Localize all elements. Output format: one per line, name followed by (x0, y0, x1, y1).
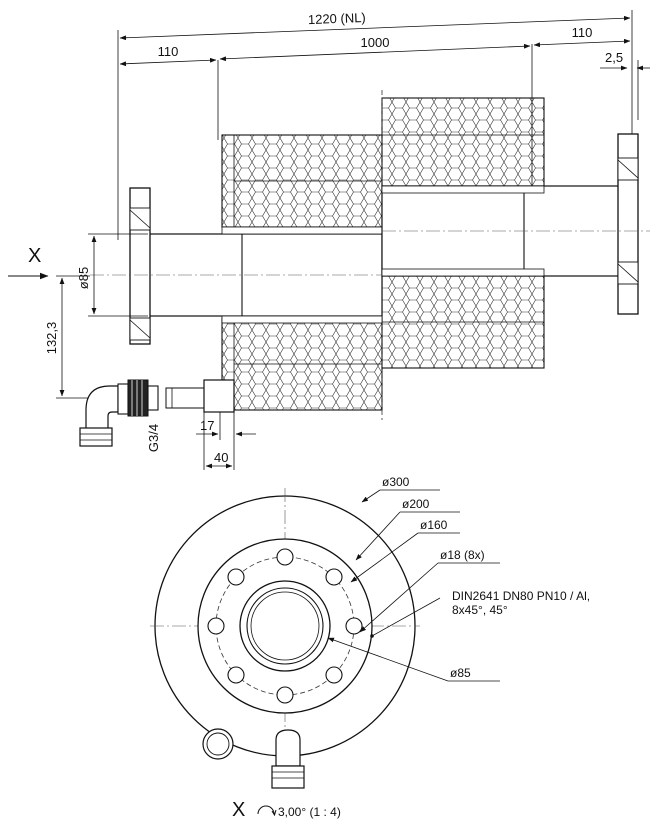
dimension-gap: 2,5 (600, 50, 650, 120)
dim-left-label: 110 (158, 44, 179, 59)
d160-label: ø160 (420, 518, 448, 532)
view-arrow: X (8, 245, 49, 280)
dimension-overall: 1220 (NL) (117, 10, 633, 240)
side-view: 1220 (NL) 110 1000 110 2,5 (8, 10, 650, 470)
flange-right (617, 133, 639, 315)
bolt-hole (276, 548, 294, 566)
bolt-hole (207, 617, 225, 635)
dimension-segments: 110 1000 110 (119, 25, 631, 185)
bolt-hole (227, 568, 245, 586)
view-title: X 3,00° (1 : 4) (232, 799, 341, 821)
dim-mid-label: 1000 (361, 35, 390, 50)
dim-thread-label: G3/4 (146, 424, 161, 452)
dim-right-label: 110 (572, 25, 593, 40)
d18-label: ø18 (8x) (440, 548, 485, 562)
dimension-pipe-dia: ø85 (76, 233, 148, 317)
dim-pipe-dia-label: ø85 (76, 267, 91, 289)
flange-spec-line2: 8x45°, 45° (452, 603, 508, 617)
drain-fitting-front (202, 728, 305, 789)
view-title-label: X (232, 799, 245, 821)
d85-label: ø85 (450, 666, 471, 680)
dim-gap-label: 2,5 (605, 50, 623, 65)
flange-spec-line1: DIN2641 DN80 PN10 / Al, (452, 589, 590, 603)
dim-40-label: 40 (214, 450, 228, 465)
d300-label: ø300 (382, 475, 410, 489)
bolt-hole (345, 617, 363, 635)
bolt-hole (276, 686, 294, 704)
rotation-icon (257, 805, 275, 815)
pipe-bore-circle (250, 591, 320, 661)
bolt-hole (325, 568, 343, 586)
rotation-note: 3,00° (1 : 4) (278, 805, 341, 819)
bolt-hole (325, 666, 343, 684)
dimension-40: 40 (203, 412, 233, 470)
flange-left (129, 187, 151, 345)
bolt-hole (227, 666, 245, 684)
leaders (327, 489, 500, 682)
d200-label: ø200 (402, 497, 430, 511)
view-marker-label: X (28, 245, 41, 267)
dim-overall-label: 1220 (NL) (308, 10, 366, 27)
insulation-upper-right (381, 97, 545, 187)
drain-stub (165, 379, 235, 413)
dim-17-label: 17 (200, 418, 214, 433)
bolt-holes (207, 548, 363, 704)
dim-offset-label: 132,3 (44, 322, 59, 355)
pipe-inner-circle (246, 587, 324, 665)
dimension-offset: 132,3 (44, 275, 100, 399)
front-view: ø300 ø200 ø160 ø18 (8x) DIN2641 DN80 PN1… (150, 475, 590, 821)
elbow-fitting (79, 379, 159, 447)
